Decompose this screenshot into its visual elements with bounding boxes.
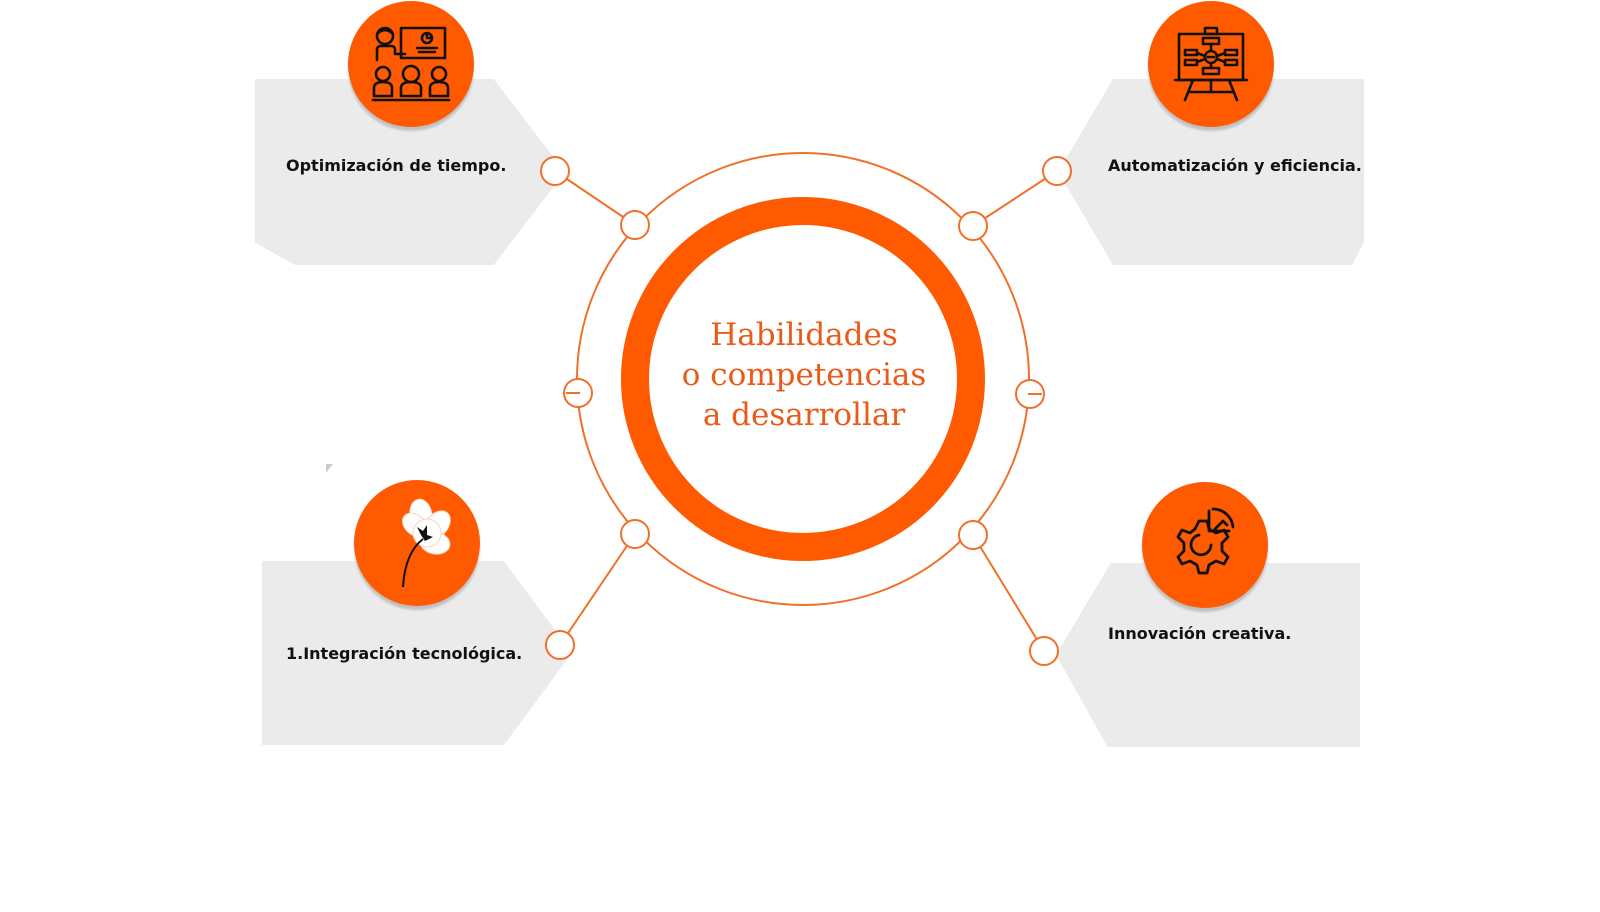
node-bottom-left-inner [620,519,650,549]
node-top-right-inner [958,211,988,241]
item-label-optimizacion: Optimización de tiempo. [286,156,507,175]
teacher-presentation-icon [348,1,474,127]
item-label-innovacion: Innovación creativa. [1108,624,1292,643]
center-title-line-3: a desarrollar [702,397,906,433]
node-bottom-right-inner [958,520,988,550]
node-top-left-outer [540,156,570,186]
item-label-integracion: 1.Integración tecnológica. [286,644,523,663]
node-bottom-left-outer [545,630,575,660]
corner-mark [326,464,333,473]
connector-line-bottom-right [972,534,1045,652]
gear-chart-icon [1142,482,1268,608]
connector-line-bottom-left [559,533,636,646]
item-label-automatizacion: Automatización y eficiencia. [1108,156,1362,175]
connector-line-top-left [554,170,636,226]
flowchart-easel-icon [1148,1,1274,127]
node-top-right-outer [1042,156,1072,186]
center-title-line-2: o competencias [681,357,927,393]
connector-line-top-right [972,170,1058,227]
center-title: Habilidades o competencias a desarrollar [640,315,968,435]
center-title-line-1: Habilidades [710,317,898,353]
node-top-left-inner [620,210,650,240]
inner-ring [621,197,985,561]
node-bottom-right-outer [1029,636,1059,666]
flower-icon [354,480,480,606]
